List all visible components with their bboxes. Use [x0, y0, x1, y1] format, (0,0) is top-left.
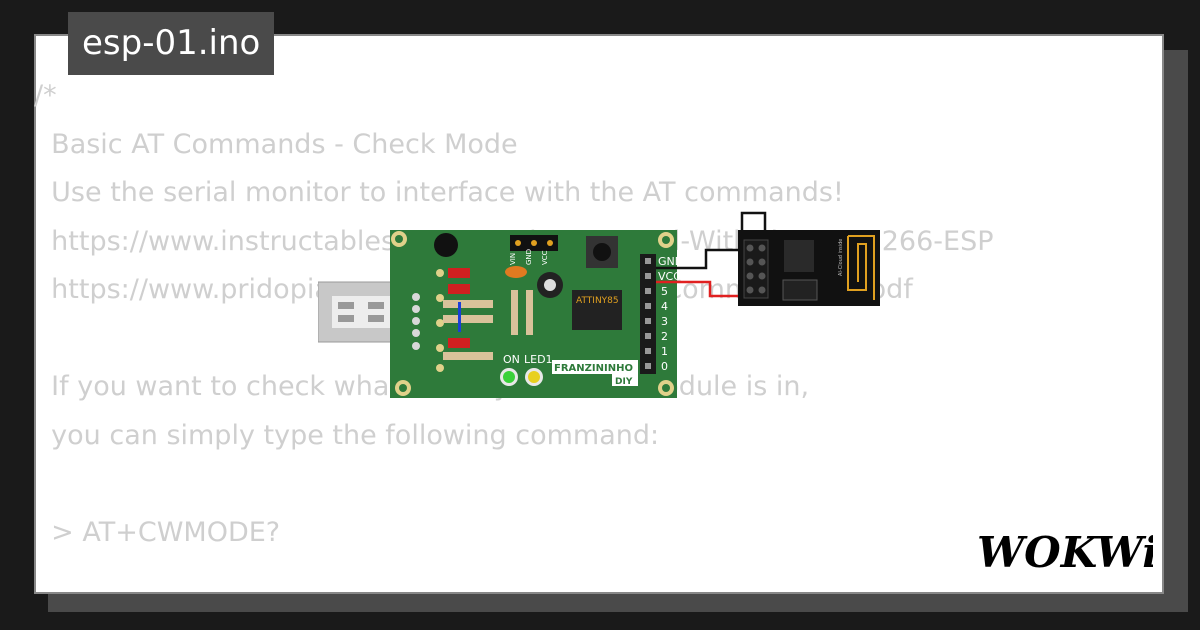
board-brand-sub: DIY: [615, 377, 633, 387]
pin-label: 0: [661, 360, 668, 373]
board-brand: FRANZININHO: [554, 363, 633, 374]
pin-label: 1: [661, 345, 668, 358]
esp01-module: AI-Cloud inside: [738, 230, 880, 306]
wokwi-logo-text: WOKWi: [977, 528, 1153, 577]
code-line: /*: [34, 80, 57, 111]
pin-label: 4: [661, 300, 668, 313]
led-label-led1: LED1: [524, 353, 553, 366]
chip-label: ATTINY85: [576, 296, 619, 306]
filename-tag: esp-01.ino: [68, 12, 275, 75]
code-line: you can simply type the following comman…: [34, 419, 660, 451]
circuit-diagram: ATTINY85 GND VCC 5 4 3 2 1 0 VIN GND VCC…: [318, 211, 880, 398]
led-label-on: ON: [503, 353, 520, 366]
code-line: Use the serial monitor to interface with…: [34, 177, 844, 208]
pin-label: 5: [661, 285, 668, 298]
pin-label: GND: [658, 255, 683, 268]
franzininho-board: ATTINY85 GND VCC 5 4 3 2 1 0 VIN GND VCC…: [390, 230, 683, 398]
pin-label: 3: [661, 315, 668, 328]
pin-label: 2: [661, 330, 668, 343]
pin-label: VCC: [658, 270, 681, 283]
power-pin-label: VCC: [541, 250, 549, 265]
code-line: Basic AT Commands - Check Mode: [34, 128, 518, 160]
power-pin-label: VIN: [509, 253, 517, 265]
module-label: AI-Cloud inside: [838, 239, 844, 276]
code-line: > AT+CWMODE?: [34, 516, 281, 548]
power-pin-label: GND: [525, 249, 533, 265]
wokwi-logo: WOKWi: [977, 528, 1153, 577]
